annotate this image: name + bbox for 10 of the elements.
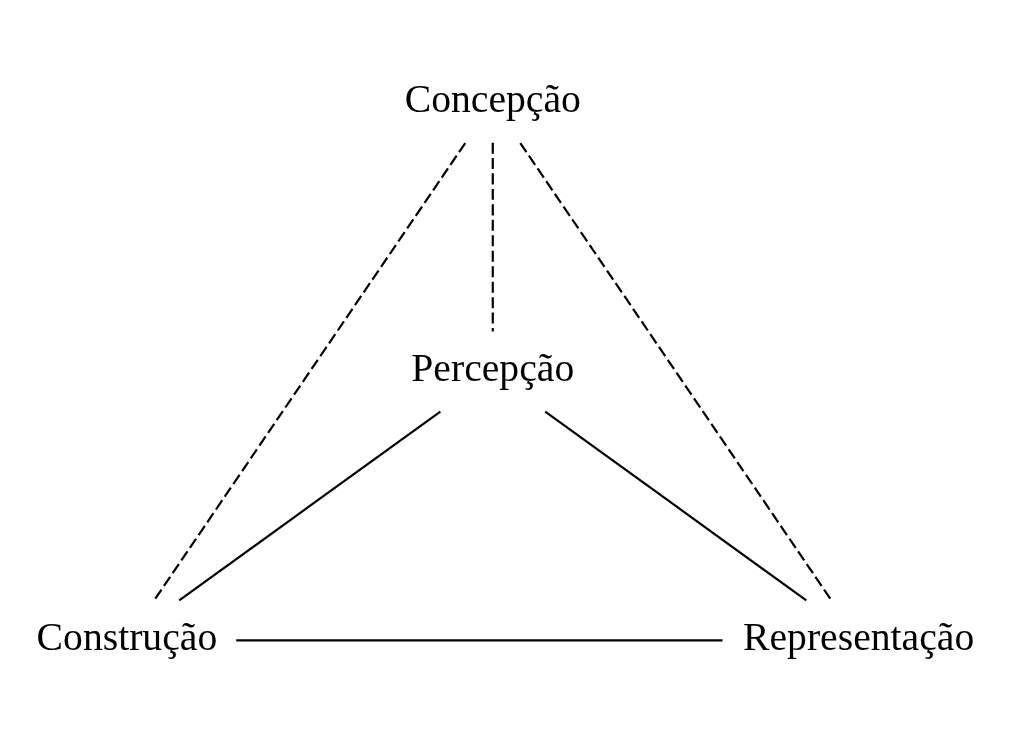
connector xyxy=(544,410,807,602)
connector xyxy=(178,410,441,602)
connector xyxy=(235,639,722,642)
node-text: Concepção xyxy=(404,77,581,122)
connector xyxy=(152,142,466,601)
node-text: Percepção xyxy=(410,346,574,391)
connector xyxy=(518,142,832,601)
node-text: Construção xyxy=(36,615,217,660)
connector xyxy=(491,142,494,332)
node-text: Representação xyxy=(742,615,974,660)
